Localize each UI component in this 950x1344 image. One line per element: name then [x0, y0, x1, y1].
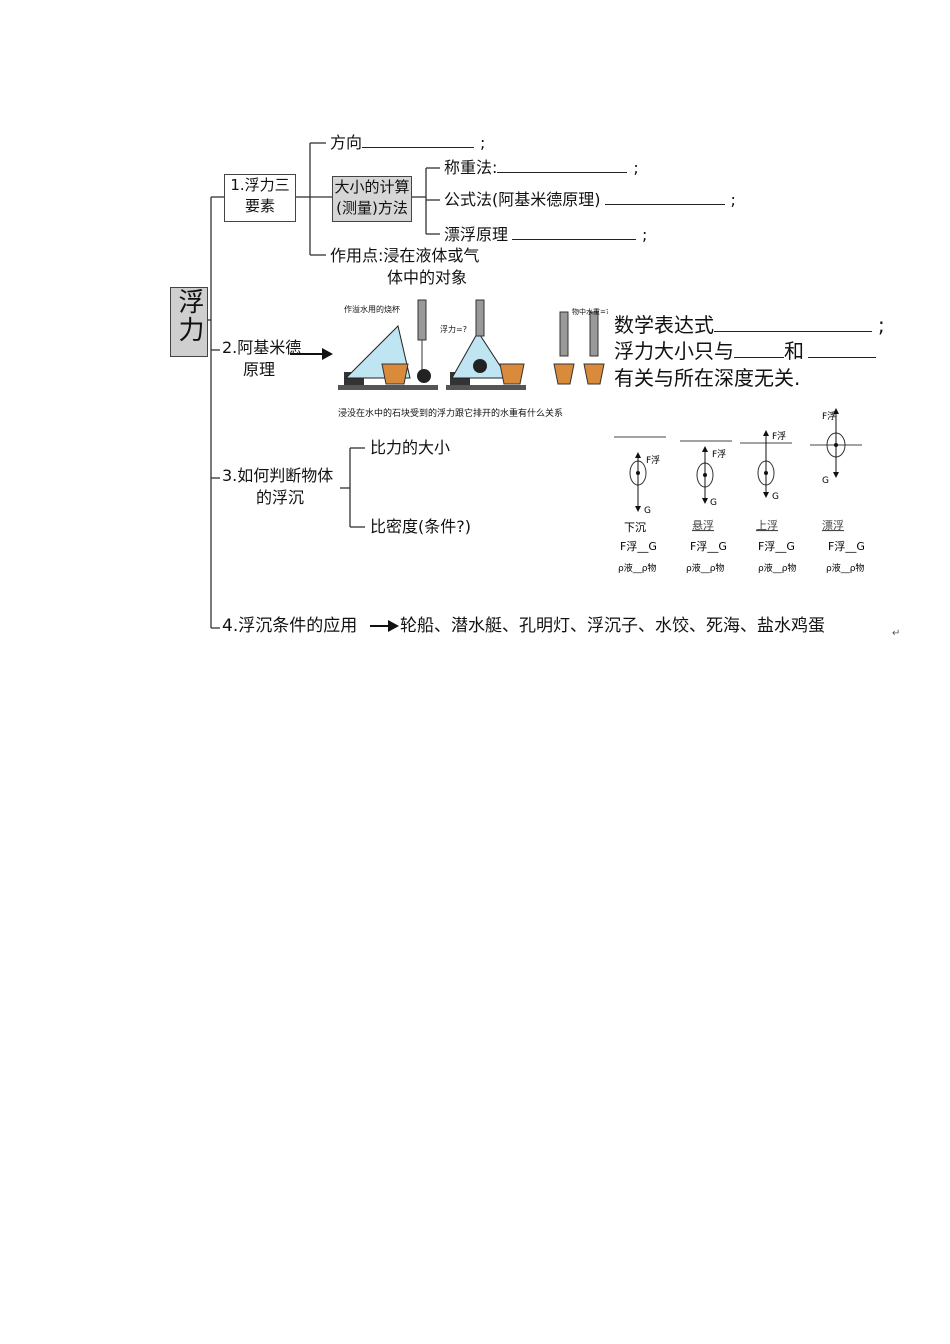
expression-blank: [714, 311, 872, 332]
connector-lines: [206, 142, 440, 632]
depends-line: 浮力大小只与 和: [614, 337, 876, 365]
state-float: F浮 G 漂浮 F浮__G ρ液__ρ物: [822, 408, 865, 574]
method-floating-blank: [512, 225, 637, 240]
point-line1: 作用点:浸在液体或气: [330, 246, 480, 265]
rise-name: 上浮: [756, 519, 778, 532]
expression-line: 数学表达式;: [614, 311, 885, 339]
spring-scale-left: [417, 299, 427, 341]
size-method-node: 大小的计算 (测量)方法: [332, 176, 412, 222]
overflow-beaker-middle: [451, 331, 509, 379]
method-formula-end: ;: [730, 190, 736, 209]
branch2-label-line2: 原理: [243, 360, 276, 379]
compare-density: 比密度(条件?): [370, 517, 471, 536]
method-floating-end: ;: [642, 225, 648, 244]
method-weighing-label: 称重法:: [444, 158, 498, 177]
method-floating-label: 漂浮原理: [444, 225, 509, 244]
float-g-label: G: [822, 476, 829, 486]
archimedes-experiment-illustration: 作溢水用的烧杯 浮力=? 物中水重=? 浸没在水中的石块受到的浮力跟它排开的水重…: [338, 299, 608, 419]
method-floating: 漂浮原理;: [444, 225, 647, 245]
image-caption: 浸没在水中的石块受到的浮力跟它排开的水重有什么关系: [338, 407, 563, 419]
applications-list: 轮船、潜水艇、孔明灯、浮沉子、水饺、死海、盐水鸡蛋: [400, 616, 825, 636]
sink-name: 下沉: [624, 521, 646, 534]
expression-end: ;: [878, 313, 885, 337]
bucket-right-2: [583, 363, 605, 385]
depends-prefix: 浮力大小只与: [614, 339, 734, 363]
sink-density-rel: ρ液__ρ物: [618, 562, 656, 574]
float-force-rel: F浮__G: [828, 540, 865, 553]
branch1-label-line2: 要素: [244, 197, 275, 215]
root-node: 浮力: [170, 287, 208, 357]
state-rise: F浮 G 上浮 F浮__G ρ液__ρ物: [756, 430, 796, 574]
end-mark: ↵: [892, 628, 901, 639]
sink-force-rel: F浮__G: [620, 540, 657, 553]
spring-scale-right-1: [559, 311, 569, 357]
bucket-middle: [499, 363, 525, 385]
rise-force-rel: F浮__G: [758, 540, 795, 553]
state-suspend: F浮 G 悬浮 F浮__G ρ液__ρ物: [686, 446, 727, 574]
branch1-node: 1.浮力三 要素: [224, 174, 296, 222]
branch1-label-line1: 1.浮力三: [230, 176, 290, 194]
method-formula-blank: [604, 190, 725, 205]
bucket-left: [381, 363, 409, 385]
bucket-right-1: [553, 363, 575, 385]
state-sink: F浮 G 下沉 F浮__G ρ液__ρ物: [618, 452, 660, 574]
root-label: 浮力: [174, 288, 204, 344]
depends-blank-2: [808, 337, 876, 358]
stone-middle: [473, 359, 487, 373]
compare-force: 比力的大小: [370, 438, 451, 457]
suspend-name: 悬浮: [692, 519, 714, 532]
rise-density-rel: ρ液__ρ物: [758, 562, 796, 574]
method-weighing-blank: [497, 158, 628, 173]
float-name: 漂浮: [822, 519, 844, 532]
sink-g-label: G: [644, 506, 651, 516]
image-label-2: 浮力=?: [440, 324, 467, 334]
branch3-label-line1: 3.如何判断物体: [222, 466, 334, 485]
method-weighing: 称重法:;: [444, 158, 639, 178]
rise-f-label: F浮: [772, 430, 786, 442]
point-line2: 体中的对象: [387, 268, 468, 287]
method-formula: 公式法(阿基米德原理);: [444, 190, 736, 210]
spring-scale-middle: [475, 299, 485, 337]
depends-and: 和: [784, 339, 804, 363]
spring-scale-right-2: [589, 311, 599, 357]
float-density-rel: ρ液__ρ物: [826, 562, 864, 574]
suspend-g-label: G: [710, 498, 717, 508]
suspend-density-rel: ρ液__ρ物: [686, 562, 724, 574]
method-formula-label: 公式法(阿基米德原理): [444, 190, 601, 209]
image-label-1: 作溢水用的烧杯: [344, 304, 400, 314]
direction-end: ;: [480, 133, 486, 152]
suspend-force-rel: F浮__G: [690, 540, 727, 553]
method-weighing-end: ;: [633, 158, 639, 177]
direction-label: 方向: [330, 133, 363, 152]
sink-f-label: F浮: [646, 454, 660, 466]
depends-blank-1: [734, 337, 784, 358]
direction-blank: [362, 133, 475, 148]
float-sink-diagrams: F浮 G 下沉 F浮__G ρ液__ρ物 F浮 G 悬浮 F浮__G ρ液__ρ…: [614, 408, 865, 574]
size-box-line2: (测量)方法: [336, 199, 408, 217]
branch3-label-line2: 的浮沉: [256, 488, 305, 507]
suspend-f-label: F浮: [712, 448, 726, 460]
stone-left: [417, 369, 431, 383]
branch2-label-line1: 2.阿基米德: [222, 338, 302, 357]
expression-label: 数学表达式: [614, 313, 714, 337]
direction-item: 方向;: [330, 133, 485, 153]
branch4-label: 4.浮沉条件的应用: [222, 616, 358, 636]
rise-g-label: G: [772, 492, 779, 502]
float-f-label: F浮: [822, 410, 836, 422]
size-box-line1: 大小的计算: [334, 178, 410, 196]
image-label-3: 物中水重=?: [572, 307, 608, 316]
depends-suffix: 有关与所在深度无关.: [614, 366, 801, 390]
